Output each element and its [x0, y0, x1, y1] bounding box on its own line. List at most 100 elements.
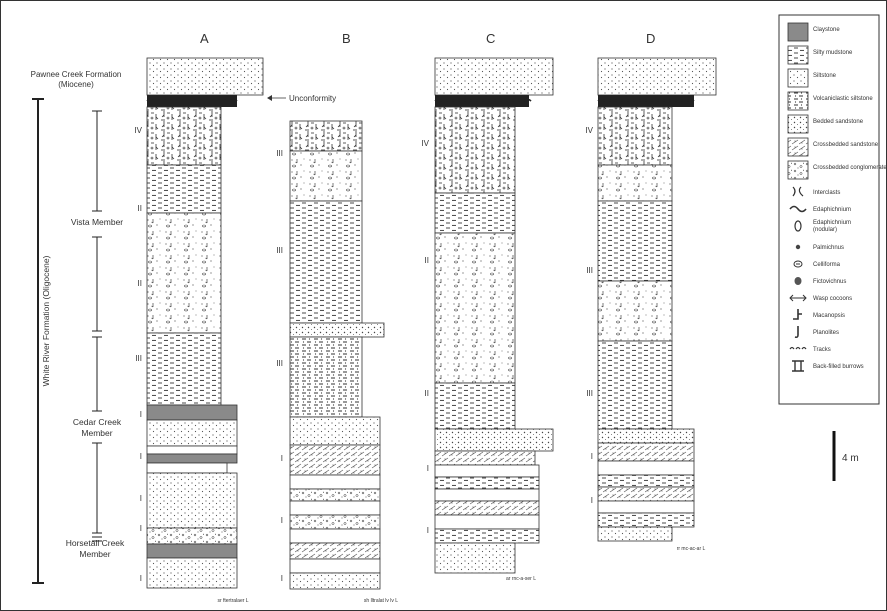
bed-b-thin-1: [289, 474, 381, 490]
pawnee-creek-epoch: (Miocene): [58, 80, 94, 89]
legend-label-tracks: Tracks: [813, 347, 831, 353]
unit-numeral-d-3: III: [586, 389, 593, 398]
legend-symbol-edaphichnium: [789, 205, 807, 213]
planolites-icon: [794, 326, 799, 339]
bed-c-base: [434, 542, 516, 574]
bed-c-iv: [434, 106, 516, 194]
bed-b-sand: [289, 416, 381, 446]
bed-d-trace: [597, 164, 673, 202]
white-river-label: White River Formation (Oligocene): [41, 255, 51, 386]
unit-numeral-b-3: III: [276, 359, 283, 368]
scale-caption-d: rr mc-ac-ar L: [677, 546, 706, 552]
legend-label-crossbedded-sandstone: Crossbedded sandstone: [813, 142, 879, 148]
legend-swatch-claystone: [787, 22, 809, 42]
bed-d-base: [597, 526, 673, 542]
bed-b-iii-top: [289, 120, 363, 152]
bed-d-silt-2: [597, 512, 695, 528]
bed-d-thin-1: [597, 460, 695, 476]
horsetail-creek-label-2: Member: [79, 549, 110, 559]
legend-symbol-wasp-cocoons: [789, 294, 807, 302]
scale-caption-c: ar rnc-a-ser L: [506, 576, 536, 582]
bed-d-cross-2: [597, 486, 695, 502]
bed-a-clay-2: [146, 453, 238, 464]
interclasts-icon: [792, 186, 804, 197]
legend-label-fictovichnus: Fictovichnus: [813, 279, 846, 285]
bed-d-thin-2: [597, 500, 695, 514]
celliforma-icon: [793, 260, 803, 268]
unit-numeral-c-5: I: [427, 526, 429, 535]
unit-numeral-c-2: II: [425, 256, 429, 265]
legend-label-silty-mudstone: Silty mudstone: [813, 50, 853, 56]
bed-d-silt-1: [597, 474, 695, 488]
edaphichnium-icon: [789, 205, 807, 213]
bed-a-thin-1: [146, 445, 238, 455]
legend-label-planolites: Planolites: [813, 330, 839, 336]
unit-numeral-a-2: II: [138, 204, 142, 213]
bed-d-cross-1: [597, 442, 695, 462]
legend-label-edaphichnium-nodular: Edaphichnium: [813, 220, 851, 226]
legend-label-edaphichnium: Edaphichnium: [813, 207, 851, 213]
bed-a-thin-2: [146, 462, 228, 474]
bed-c-vista-lower: [434, 382, 516, 430]
bed-d-iv: [597, 106, 673, 166]
bed-c-cross-1: [434, 450, 536, 466]
legend-label-wasp-cocoons: Wasp cocoons: [813, 296, 852, 302]
legend-swatch-bedded-sandstone: [787, 114, 809, 134]
legend-symbol-palmichnus: [795, 244, 801, 250]
bed-d-sand: [597, 428, 695, 444]
legend-label-crossbedded-conglomerate: Crossbedded conglomerate: [813, 165, 886, 171]
bed-a-sand-1: [146, 419, 238, 447]
unit-numeral-a-9: I: [140, 574, 142, 583]
unit-numeral-a-4: III: [135, 354, 142, 363]
bed-d-vista-upper: [597, 200, 673, 282]
unconformity-arrowhead: [267, 95, 272, 101]
legend-label-siltstone: Siltstone: [813, 73, 837, 79]
legend-symbol-celliforma: [793, 260, 803, 268]
bed-b-thin-2: [289, 500, 381, 516]
bed-a-vista-lower: [146, 332, 222, 406]
unit-numeral-b-4: I: [281, 454, 283, 463]
bed-a-clay-1: [146, 404, 238, 421]
legend-symbol-back-filled-burrows: [792, 360, 804, 372]
bed-c-sand: [434, 428, 554, 452]
unit-numeral-c-4: I: [427, 464, 429, 473]
bed-b-thin-3: [289, 528, 381, 544]
bed-b-base: [289, 572, 381, 590]
edaphichnium-nodular-icon: [794, 220, 802, 232]
bed-c-silt-1: [434, 476, 540, 490]
unconformity-wave-d: [597, 98, 695, 103]
palmichnus-icon: [795, 244, 801, 250]
unit-numeral-d-5: I: [591, 496, 593, 505]
column-label-b: B: [342, 31, 351, 46]
unit-numeral-b-6: I: [281, 574, 283, 583]
bed-a-silt-1: [146, 472, 238, 529]
unconformity-label: Unconformity: [289, 94, 336, 103]
bed-b-ledge: [289, 322, 385, 338]
legend-swatch-silty-mudstone: [787, 45, 809, 65]
bed-c-vista-mid: [434, 232, 516, 384]
bed-c-thin-3: [434, 514, 540, 530]
bed-b-thin-4: [289, 558, 381, 574]
unit-numeral-a-1: IV: [134, 126, 142, 135]
unit-numeral-c-1: IV: [421, 139, 429, 148]
bed-b-cross: [289, 444, 381, 476]
unit-numeral-b-5: I: [281, 516, 283, 525]
legend-swatch-crossbedded-conglomerate: [787, 160, 809, 180]
scale-bar-label: 4 m: [842, 453, 859, 464]
legend-symbol-tracks: [789, 346, 807, 350]
bed-c-thin-2: [434, 488, 540, 502]
unit-numeral-a-3: II: [138, 279, 142, 288]
legend-symbol-edaphichnium-nodular: [794, 220, 802, 232]
unit-numeral-a-8: I: [140, 524, 142, 533]
legend-label-palmichnus: Palmichnus: [813, 245, 844, 251]
legend-label-volcanic-siltstone: Volcaniclastic siltstone: [813, 96, 873, 102]
legend-label-bedded-sandstone: Bedded sandstone: [813, 119, 864, 125]
cedar-creek-label-2: Member: [81, 428, 112, 438]
bed-d-vista-lower: [597, 340, 673, 430]
unit-numeral-b-1: III: [276, 149, 283, 158]
unit-numeral-c-3: II: [425, 389, 429, 398]
bed-a-cong-1: [146, 527, 238, 545]
bed-d-vista-mid: [597, 280, 673, 342]
bed-b-trace: [289, 150, 363, 202]
